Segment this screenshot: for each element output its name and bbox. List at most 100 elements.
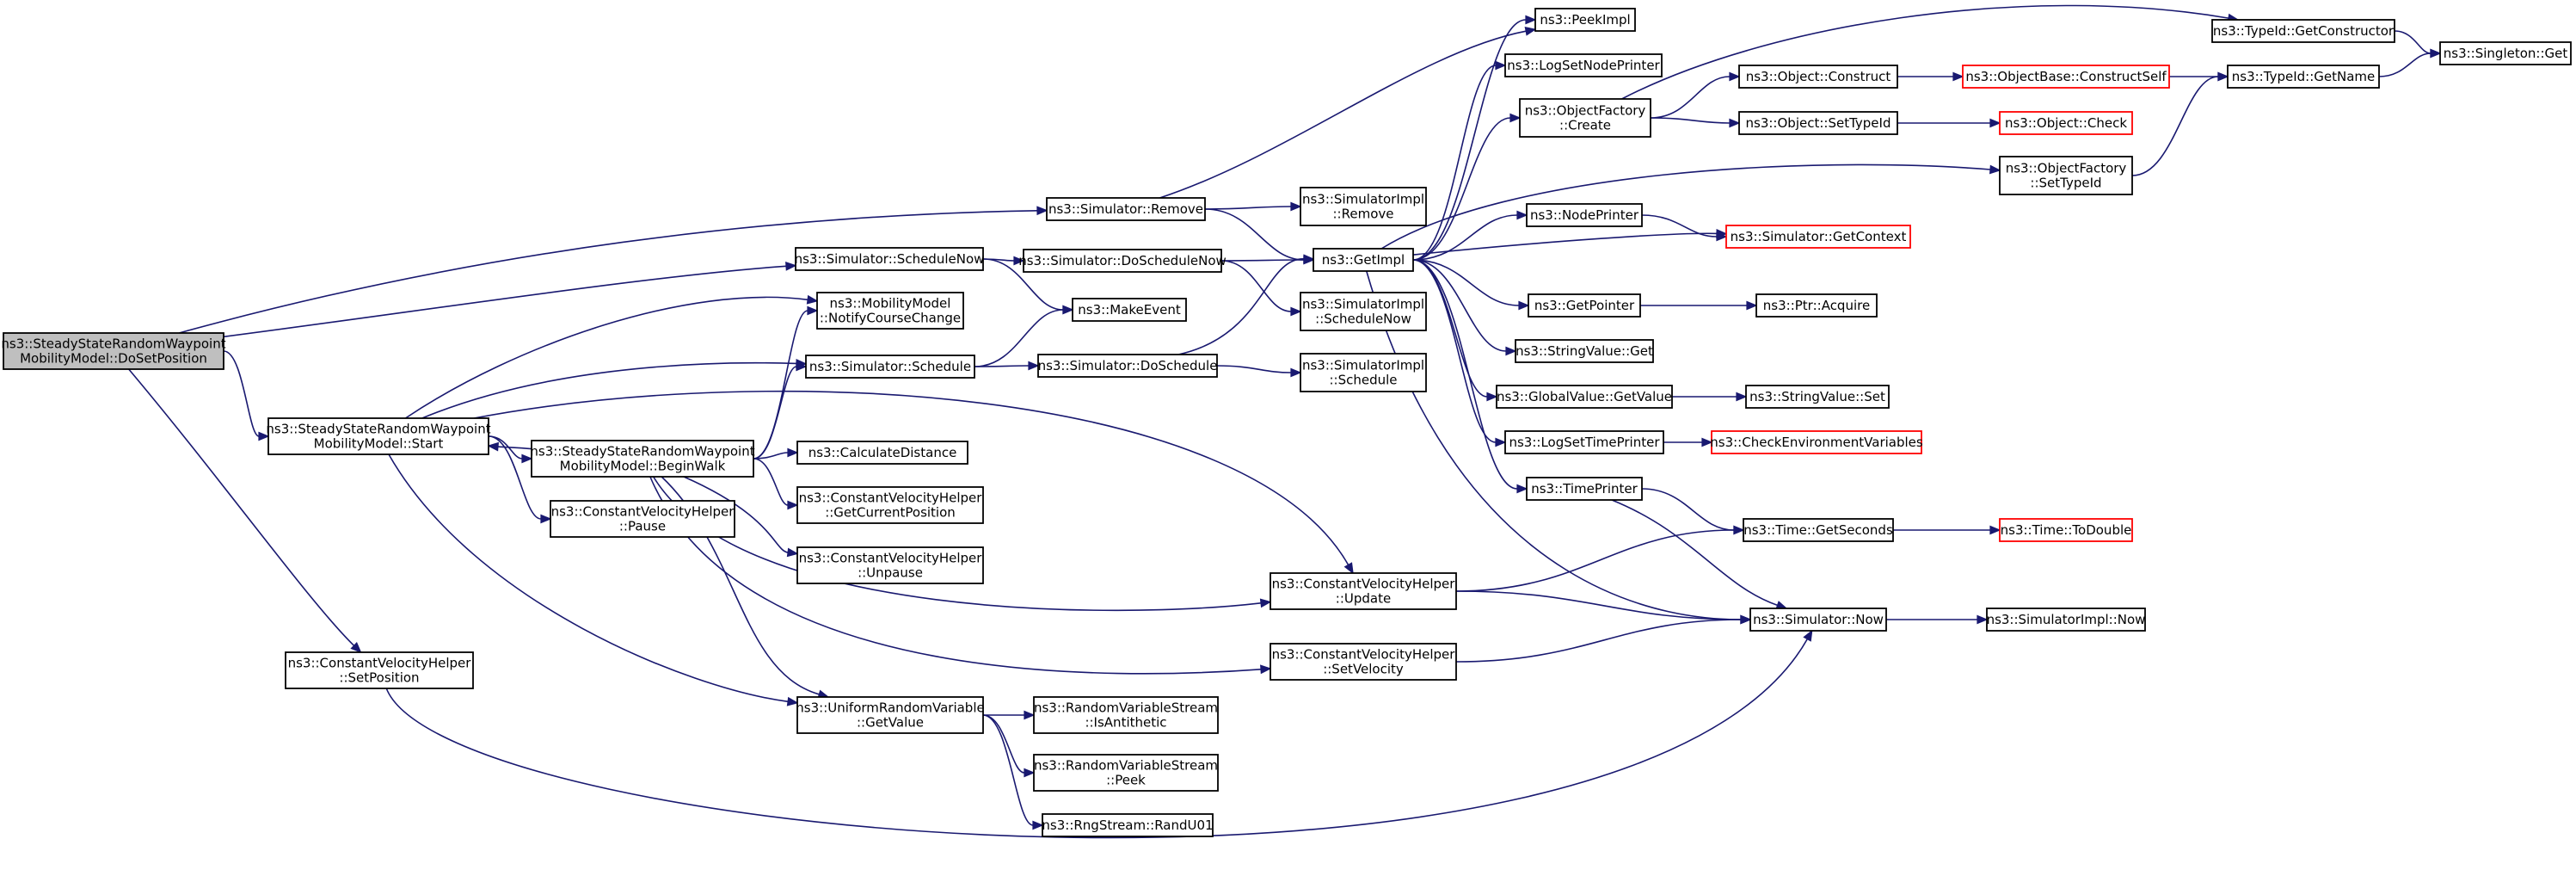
- node-cvh-pause[interactable]: ns3::ConstantVelocityHelper::Pause: [550, 500, 735, 538]
- node-getpointer[interactable]: ns3::GetPointer: [1528, 293, 1641, 318]
- node-stringvalue-get[interactable]: ns3::StringValue::Get: [1515, 339, 1654, 363]
- edge-arrowhead: [1989, 118, 2001, 128]
- node-label: ns3::SimulatorImpl::Now: [1987, 612, 2146, 627]
- node-urv-getvalue[interactable]: ns3::UniformRandomVariable::GetValue: [796, 696, 985, 734]
- node-label: ns3::StringValue::Get: [1515, 343, 1653, 359]
- edge-urv_getvalue-to-rvs_peek: [982, 714, 1036, 778]
- node-nodeprinter[interactable]: ns3::NodePrinter: [1526, 203, 1643, 227]
- node-cvh-unpause[interactable]: ns3::ConstantVelocityHelper::Unpause: [796, 546, 984, 584]
- node-simimpl-remove[interactable]: ns3::SimulatorImpl::Remove: [1300, 187, 1427, 226]
- edge-arrowhead: [1518, 300, 1530, 311]
- node-sim-getcontext[interactable]: ns3::Simulator::GetContext: [1725, 225, 1911, 249]
- edge-line: [1455, 590, 1742, 620]
- edge-line: [1641, 488, 1735, 531]
- node-calculatedistance[interactable]: ns3::CalculateDistance: [796, 441, 968, 465]
- node-object-settypeid[interactable]: ns3::Object::SetTypeId: [1738, 111, 1898, 135]
- edge-arrowhead: [1259, 598, 1272, 608]
- node-label: ns3::SimulatorImpl: [1302, 192, 1424, 207]
- edge-sim_remove-to-simimpl_remove: [1204, 201, 1302, 212]
- edge-getimpl-to-of_create: [1412, 113, 1522, 261]
- node-object-check[interactable]: ns3::Object::Check: [1999, 111, 2133, 135]
- edge-line: [1641, 214, 1718, 238]
- node-box: [1515, 339, 1654, 363]
- node-label: ns3::ObjectBase::ConstructSelf: [1965, 69, 2167, 84]
- edge-arrowhead: [1736, 392, 1748, 402]
- node-sim-schedulenow[interactable]: ns3::Simulator::ScheduleNow: [795, 247, 985, 271]
- edge-line: [1650, 76, 1731, 119]
- node-sim-doschedulenow[interactable]: ns3::Simulator::DoScheduleNow: [1018, 249, 1227, 273]
- node-start[interactable]: ns3::SteadyStateRandomWaypointMobilityMo…: [266, 417, 491, 455]
- node-peekimpl[interactable]: ns3::PeekImpl: [1534, 8, 1636, 32]
- edge-arrowhead: [1740, 614, 1752, 625]
- node-label: ns3::GetPointer: [1534, 298, 1635, 313]
- node-logsetnodeprinter[interactable]: ns3::LogSetNodePrinter: [1504, 53, 1663, 77]
- edge-line: [1159, 30, 1527, 199]
- node-logsettimeprinter[interactable]: ns3::LogSetTimePrinter: [1504, 430, 1664, 454]
- node-time-getseconds[interactable]: ns3::Time::GetSeconds: [1743, 518, 1894, 542]
- node-sim-doschedule[interactable]: ns3::Simulator::DoSchedule: [1037, 354, 1218, 378]
- node-of-create[interactable]: ns3::ObjectFactory::Create: [1519, 98, 1651, 138]
- node-singleton-get[interactable]: ns3::Singleton::Get: [2439, 41, 2572, 65]
- node-rvs-peek[interactable]: ns3::RandomVariableStream::Peek: [1033, 754, 1219, 792]
- node-cvh-getcurrentposition[interactable]: ns3::ConstantVelocityHelper::GetCurrentP…: [796, 486, 984, 524]
- node-box: [1534, 8, 1636, 32]
- node-object-construct[interactable]: ns3::Object::Construct: [1738, 65, 1898, 89]
- edge-nodeprinter-to-sim_getcontext: [1641, 214, 1728, 242]
- edge-line: [178, 209, 1038, 334]
- edge-object_construct-to-objbase_constructself: [1897, 71, 1964, 82]
- node-checkenvvars[interactable]: ns3::CheckEnvironmentVariables: [1710, 430, 1923, 454]
- node-typeid-getconstructor[interactable]: ns3::TypeId::GetConstructor: [2211, 19, 2395, 43]
- node-label: ns3::Simulator::ScheduleNow: [795, 251, 985, 267]
- node-box: [1755, 293, 1878, 318]
- node-label: ns3::Object::Check: [2005, 115, 2127, 131]
- node-sim-schedule[interactable]: ns3::Simulator::Schedule: [805, 355, 975, 379]
- edge-line: [1204, 206, 1292, 210]
- node-typeid-getname[interactable]: ns3::TypeId::GetName: [2227, 65, 2380, 89]
- edge-start-to-cvh_update: [473, 390, 1354, 575]
- edge-beginwalk-to-sim_schedule: [753, 361, 808, 460]
- node-sim-now[interactable]: ns3::Simulator::Now: [1749, 608, 1887, 632]
- node-simimpl-now[interactable]: ns3::SimulatorImpl::Now: [1986, 608, 2146, 632]
- edge-logsettimeprinter-to-checkenvvars: [1663, 437, 1713, 447]
- node-randu01[interactable]: ns3::RngStream::RandU01: [1042, 813, 1214, 837]
- node-stringvalue-set[interactable]: ns3::StringValue::Set: [1745, 385, 1890, 409]
- node-box: [1300, 292, 1427, 331]
- node-timeprinter[interactable]: ns3::TimePrinter: [1526, 477, 1643, 501]
- node-rvs-isantithetic[interactable]: ns3::RandomVariableStream::IsAntithetic: [1033, 696, 1219, 734]
- node-beginwalk[interactable]: ns3::SteadyStateRandomWaypointMobilityMo…: [530, 440, 755, 478]
- node-makeevent[interactable]: ns3::MakeEvent: [1072, 298, 1187, 322]
- node-sim-remove[interactable]: ns3::Simulator::Remove: [1046, 197, 1206, 221]
- node-getimpl[interactable]: ns3::GetImpl: [1313, 248, 1414, 272]
- node-globalvalue-getvalue[interactable]: ns3::GlobalValue::GetValue: [1496, 385, 1673, 409]
- node-notifycoursechange[interactable]: ns3::MobilityModel::NotifyCourseChange: [816, 292, 964, 330]
- edge-getimpl-to-sim_getcontext: [1412, 228, 1728, 256]
- node-cvh-update[interactable]: ns3::ConstantVelocityHelper::Update: [1270, 572, 1457, 610]
- edge-sim_doschedule-to-simimpl_schedule: [1216, 365, 1302, 378]
- node-label: ns3::Time::ToDouble: [2001, 522, 2132, 538]
- node-label: ns3::RandomVariableStream: [1034, 758, 1218, 774]
- edge-getimpl-to-timeprinter: [1412, 259, 1528, 494]
- node-label: ns3::PeekImpl: [1540, 12, 1630, 28]
- node-label: ns3::RandomVariableStream: [1034, 700, 1218, 716]
- node-time-todouble[interactable]: ns3::Time::ToDouble: [1999, 518, 2133, 542]
- node-label: ns3::TypeId::GetName: [2232, 69, 2375, 84]
- node-simimpl-schedulenow[interactable]: ns3::SimulatorImpl::ScheduleNow: [1300, 292, 1427, 331]
- node-cvh-setvelocity[interactable]: ns3::ConstantVelocityHelper::SetVelocity: [1270, 643, 1457, 681]
- node-dosetposition[interactable]: ns3::SteadyStateRandomWaypointMobilityMo…: [1, 332, 226, 370]
- node-label: ns3::ObjectFactory: [1525, 103, 1646, 119]
- node-label: ns3::SteadyStateRandomWaypoint: [1, 336, 225, 352]
- node-cvh-setposition[interactable]: ns3::ConstantVelocityHelper::SetPosition: [285, 651, 474, 689]
- node-box: [1046, 197, 1206, 221]
- edge-arrowhead: [1716, 231, 1728, 242]
- edge-line: [753, 458, 789, 506]
- edge-arrowhead: [1989, 525, 2001, 535]
- node-ptr-acquire[interactable]: ns3::Ptr::Acquire: [1755, 293, 1878, 318]
- edge-getimpl-to-of_settypeid: [1380, 163, 2001, 250]
- node-label: MobilityModel::BeginWalk: [560, 459, 726, 474]
- node-label: ns3::TimePrinter: [1531, 481, 1638, 497]
- node-label: ::SetVelocity: [1323, 662, 1404, 677]
- node-of-settypeid[interactable]: ns3::ObjectFactory::SetTypeId: [1999, 156, 2133, 195]
- node-objbase-constructself[interactable]: ns3::ObjectBase::ConstructSelf: [1962, 65, 2170, 89]
- node-simimpl-schedule[interactable]: ns3::SimulatorImpl::Schedule: [1300, 353, 1427, 392]
- node-label: ::GetCurrentPosition: [825, 505, 956, 521]
